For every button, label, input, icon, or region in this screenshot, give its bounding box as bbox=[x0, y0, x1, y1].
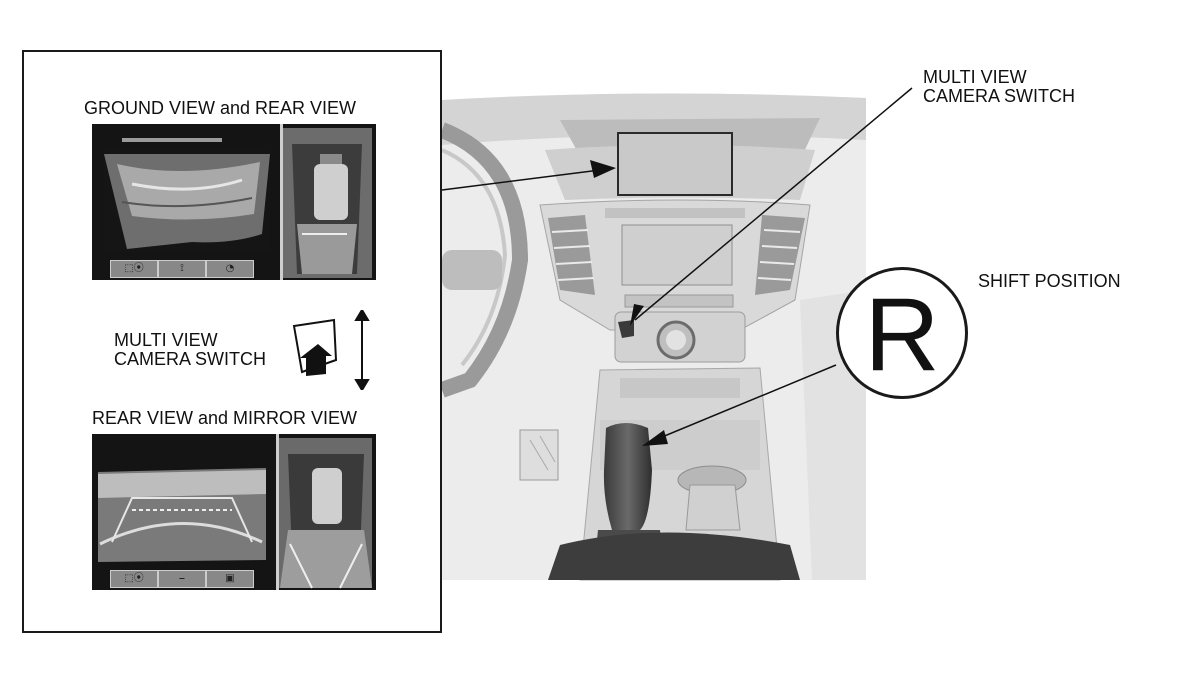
switch-callout-label: MULTI VIEW CAMERA SWITCH bbox=[923, 67, 1076, 106]
camera-views-panel: GROUND VIEW and REAR VIEW ⬚⦿ ⟟ ◔ MULTI V… bbox=[22, 50, 442, 633]
rear-mirror-view-title: REAR VIEW and MIRROR VIEW bbox=[92, 408, 358, 428]
double-arrow-icon bbox=[354, 310, 370, 390]
shift-position-label: SHIFT POSITION bbox=[978, 271, 1121, 291]
leader-line-switch bbox=[634, 87, 913, 321]
view-softkey-2[interactable]: ⟟ bbox=[158, 260, 206, 278]
ground-view-title: GROUND VIEW and REAR VIEW bbox=[84, 98, 357, 118]
shift-position-letter: R bbox=[864, 277, 940, 393]
arrow-up-icon bbox=[300, 344, 332, 376]
camera-switch-icon bbox=[618, 320, 634, 338]
view-softkey-1[interactable]: ⬚⦿ bbox=[110, 260, 158, 278]
ground-rear-view-screen: ⬚⦿ ⟟ ◔ bbox=[92, 124, 376, 280]
leader-line-panel bbox=[441, 169, 601, 191]
view-softkey-3[interactable]: ◔ bbox=[206, 260, 254, 278]
ground-rear-view-image bbox=[92, 124, 376, 280]
view-softkey-2[interactable]: ⎯ bbox=[158, 570, 206, 588]
rear-mirror-view-screen: ⬚⦿ ⎯ ▣ bbox=[92, 434, 376, 590]
leader-line-shift bbox=[649, 364, 837, 443]
panel-switch-label: MULTI VIEW CAMERA SWITCH bbox=[114, 330, 267, 369]
camera-switch-diagram bbox=[292, 310, 370, 390]
rear-mirror-view-image bbox=[92, 434, 376, 590]
view-softkey-3[interactable]: ▣ bbox=[206, 570, 254, 588]
shift-position-badge: R bbox=[836, 267, 968, 399]
view-softkey-1[interactable]: ⬚⦿ bbox=[110, 570, 158, 588]
